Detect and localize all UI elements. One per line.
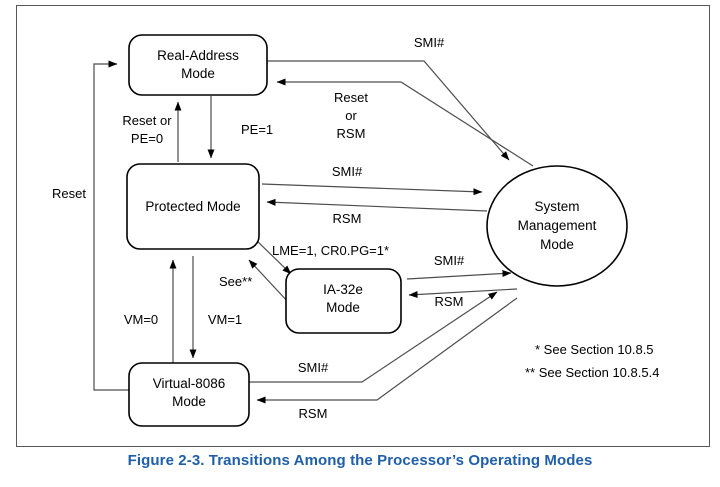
edge-label-smi-protected: SMI# bbox=[332, 164, 363, 179]
edge-rsm-vm8086-path bbox=[256, 297, 518, 404]
edge-smi-ia32e-path bbox=[406, 270, 512, 280]
edge-smi-protected-path bbox=[261, 183, 483, 196]
edge-rsm-ia32e-path bbox=[408, 288, 518, 299]
edge-label-rsm-vm8086: RSM bbox=[299, 406, 328, 421]
edge-label-reset-rsm-1: Reset bbox=[334, 90, 368, 105]
edge-label-pe1: PE=1 bbox=[241, 122, 273, 137]
virtual-8086-mode-label-line1: Virtual-8086 bbox=[153, 376, 226, 391]
figure-frame: Real-Address Mode Protected Mode IA-32e … bbox=[16, 5, 710, 447]
edge-smi-vm8086-path bbox=[249, 291, 498, 383]
edge-label-smi-ia32e: SMI# bbox=[434, 253, 465, 268]
edge-label-vm1: VM=1 bbox=[208, 312, 242, 327]
edge-label-reset-rsm-2: or bbox=[345, 108, 357, 123]
edge-label-reset-or: Reset or bbox=[122, 113, 172, 128]
node-protected-mode[interactable]: Protected Mode bbox=[126, 163, 260, 250]
protected-mode-box[interactable] bbox=[126, 163, 260, 250]
edge-label-smi-vm8086: SMI# bbox=[298, 360, 329, 375]
real-address-mode-label-line2: Mode bbox=[181, 66, 215, 81]
edge-label-rsm-ia32e: RSM bbox=[435, 294, 464, 309]
virtual-8086-mode-label-line2: Mode bbox=[172, 394, 206, 409]
footnote-line-2: ** See Section 10.8.5.4 bbox=[525, 365, 659, 380]
edge-smi-real-address-path bbox=[267, 60, 510, 161]
smm-label-line3: Mode bbox=[540, 237, 574, 252]
system-management-mode-ellipse[interactable] bbox=[486, 165, 628, 287]
real-address-mode-box[interactable] bbox=[128, 34, 268, 96]
edge-label-pe0: PE=0 bbox=[131, 131, 163, 146]
edge-label-smi-top: SMI# bbox=[414, 35, 445, 50]
edge-lme-cr0pg-path bbox=[253, 237, 292, 275]
edge-reset-rsm-real-address-path bbox=[276, 78, 534, 167]
figure-caption: Figure 2-3. Transitions Among the Proces… bbox=[127, 452, 593, 469]
node-ia32e-mode[interactable]: IA-32e Mode bbox=[285, 268, 402, 334]
edge-reset-left-path bbox=[93, 60, 129, 391]
state-transition-diagram: Real-Address Mode Protected Mode IA-32e … bbox=[52, 34, 659, 427]
edge-label-vm0: VM=0 bbox=[124, 312, 158, 327]
footnote-line-1: * See Section 10.8.5 bbox=[535, 342, 654, 357]
node-virtual-8086-mode[interactable]: Virtual-8086 Mode bbox=[128, 362, 250, 427]
edge-label-reset-left: Reset bbox=[52, 186, 86, 201]
edge-label-lme-cr0pg: LME=1, CR0.PG=1* bbox=[272, 243, 389, 258]
virtual-8086-mode-box[interactable] bbox=[128, 362, 250, 427]
edge-label-see: See** bbox=[219, 274, 252, 289]
real-address-mode-label-line1: Real-Address bbox=[157, 48, 239, 63]
ia32e-mode-label-line1: IA-32e bbox=[323, 282, 363, 297]
edge-label-rsm-protected: RSM bbox=[333, 211, 362, 226]
node-real-address-mode[interactable]: Real-Address Mode bbox=[128, 34, 268, 96]
smm-label-line2: Management bbox=[518, 218, 597, 233]
node-system-management-mode[interactable]: System Management Mode bbox=[486, 165, 628, 287]
protected-mode-label: Protected Mode bbox=[145, 199, 240, 214]
smm-label-line1: System bbox=[534, 199, 579, 214]
ia32e-mode-label-line2: Mode bbox=[326, 300, 360, 315]
edge-rsm-protected-path bbox=[266, 198, 488, 212]
ia32e-mode-box[interactable] bbox=[285, 268, 402, 334]
edge-see-path bbox=[248, 259, 290, 304]
edge-label-reset-rsm-3: RSM bbox=[337, 126, 366, 141]
